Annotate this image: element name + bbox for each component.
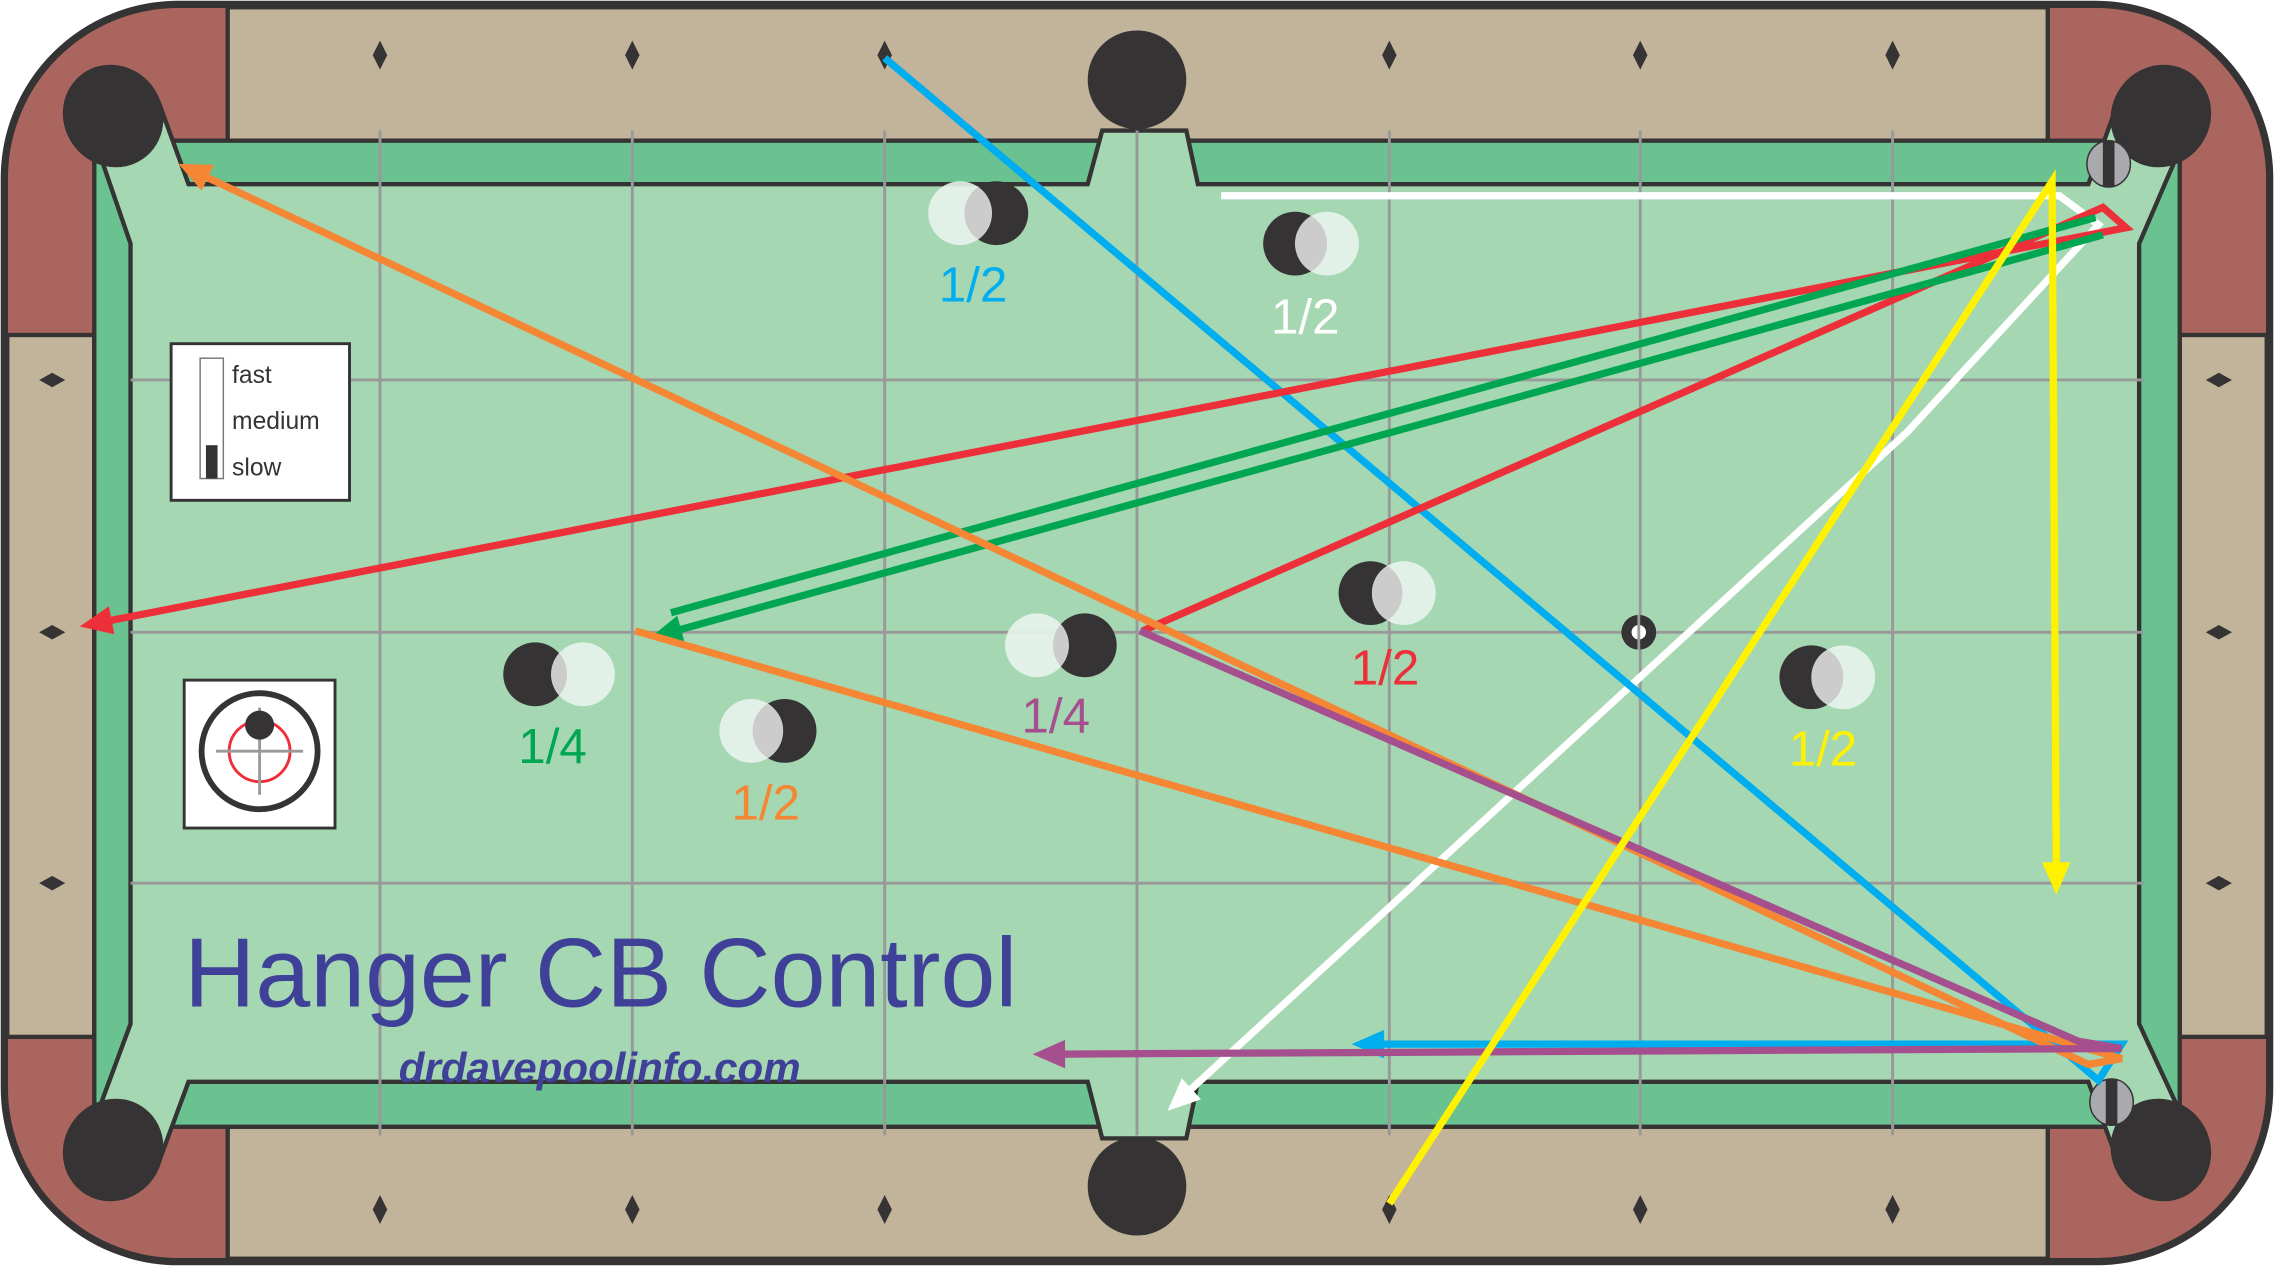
white-shot bbox=[1186, 192, 2104, 1094]
ghost-ball-pair bbox=[1338, 561, 1436, 626]
object-ball-top bbox=[2086, 139, 2132, 188]
hit-fraction-labels: 1/2 1/2 1/4 1/2 1/4 1/2 1/2 bbox=[518, 258, 1857, 831]
hit-fraction-label: 1/4 bbox=[518, 719, 587, 774]
pocket-top-center bbox=[1087, 30, 1187, 130]
object-ball-bottom bbox=[2089, 1078, 2135, 1127]
speed-fast-label: fast bbox=[232, 362, 272, 389]
green-shot bbox=[670, 214, 2104, 634]
hit-fraction-label: 1/2 bbox=[1351, 640, 1420, 695]
purple-shot bbox=[1062, 627, 2123, 1058]
ghost-ball bbox=[551, 642, 615, 707]
cue-tip-position-icon bbox=[182, 678, 337, 830]
cue-ball-position bbox=[1052, 613, 1117, 678]
website-credit: drdavepoolinfo.com bbox=[399, 1044, 801, 1091]
orange-shot bbox=[203, 173, 2123, 1069]
pocket-bottom-right bbox=[2110, 1098, 2212, 1202]
pockets bbox=[62, 30, 2212, 1236]
ghost-ball-pairs bbox=[503, 181, 1876, 763]
ghost-ball bbox=[1005, 613, 1069, 678]
red-shot bbox=[108, 203, 2135, 635]
pocket-top-left bbox=[62, 64, 164, 168]
cue-ball-position bbox=[503, 642, 568, 707]
table-grid bbox=[130, 130, 2144, 1136]
speed-medium-label: medium bbox=[232, 408, 320, 435]
pocket-bottom-center bbox=[1087, 1136, 1187, 1236]
ghost-ball-pair bbox=[928, 181, 1029, 246]
ghost-ball-pair bbox=[503, 642, 615, 707]
ghost-ball-pair bbox=[1005, 613, 1117, 678]
speed-bar-fill-slow bbox=[205, 445, 218, 479]
yellow-shot bbox=[1386, 169, 2060, 1206]
speed-slow-label: slow bbox=[232, 455, 282, 482]
hit-fraction-label: 1/2 bbox=[731, 775, 800, 830]
shot-paths bbox=[79, 55, 2135, 1206]
center-spot-icon bbox=[1621, 614, 1657, 650]
hit-fraction-label: 1/2 bbox=[939, 258, 1008, 313]
hit-fraction-label: 1/2 bbox=[1789, 722, 1858, 777]
ghost-ball-pair bbox=[719, 698, 817, 763]
hit-fraction-label: 1/4 bbox=[1022, 688, 1091, 743]
diagram-title: Hanger CB Control bbox=[184, 917, 1017, 1027]
pocket-top-right bbox=[2110, 64, 2212, 168]
ghost-ball-pair bbox=[1263, 211, 1359, 276]
hit-fraction-label: 1/2 bbox=[1271, 290, 1340, 345]
ghost-ball-pair bbox=[1779, 645, 1876, 710]
pocket-bottom-left bbox=[62, 1098, 164, 1202]
speed-legend: fast medium slow bbox=[169, 342, 351, 502]
